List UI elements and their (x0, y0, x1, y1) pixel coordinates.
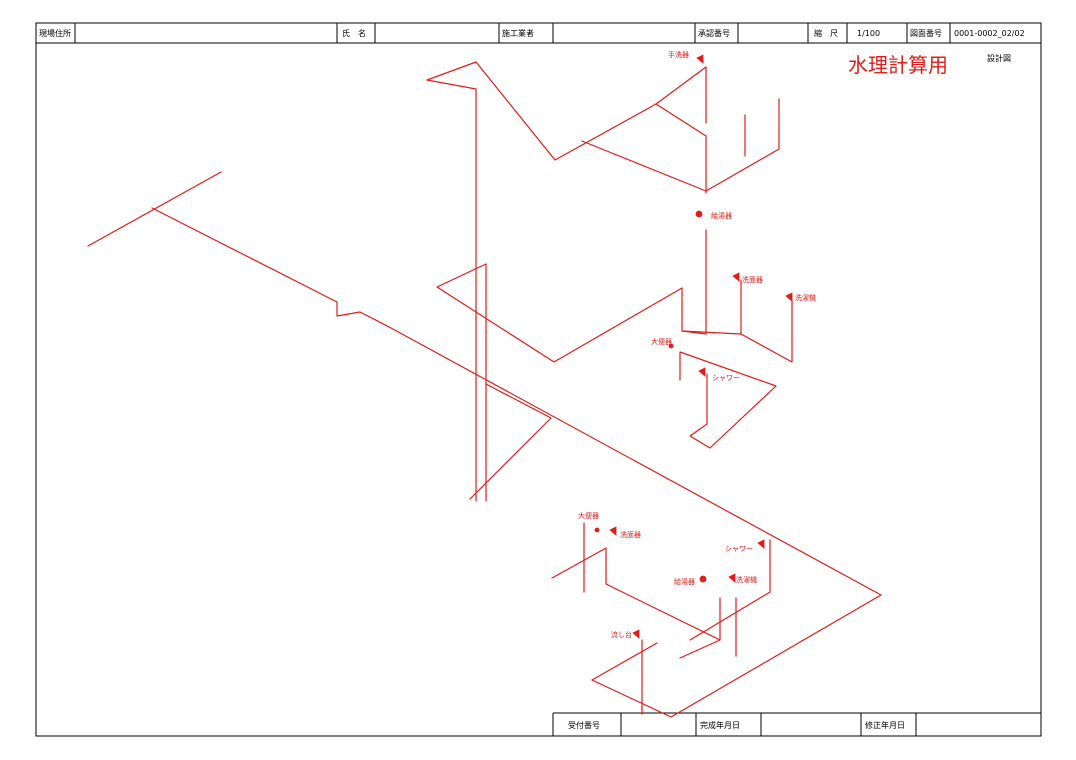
water-heater-fixture-icon (695, 210, 703, 218)
toilet-fixture-icon (668, 343, 674, 349)
shower-label: シャワー (725, 545, 753, 553)
approval-number-label: 承認番号 (698, 28, 730, 38)
pipe-upper-branch (426, 61, 707, 502)
water-heater-label: 給湯器 (711, 211, 732, 220)
drawing-title: 水理計算用 (848, 53, 948, 77)
toilet-fixture-icon (594, 527, 600, 533)
drawing-number-value: 0001-0002_02/02 (954, 29, 1025, 38)
wash-basin-fixture-icon (732, 272, 740, 282)
completion-date-label: 完成年月日 (700, 720, 740, 730)
sheet-border (35, 22, 1042, 737)
washing-machine-label: 洗濯機 (736, 575, 757, 584)
contractor-label: 施工業者 (502, 28, 534, 38)
scale-label: 縮 尺 (814, 28, 838, 38)
wash-basin-label: 洗面器 (620, 530, 641, 539)
pipe-washing-riser (740, 299, 793, 363)
shower-label: シャワー (712, 374, 740, 382)
hand-wash-label: 手洗器 (668, 50, 689, 59)
toilet-label: 大便器 (651, 337, 672, 346)
piping-network (87, 61, 882, 718)
washing-machine-fixture-icon (785, 292, 793, 302)
toilet-label: 大便器 (578, 511, 599, 520)
revision-date-label: 修正年月日 (865, 720, 905, 730)
water-heater-label: 給湯器 (674, 577, 695, 586)
scale-value: 1/100 (857, 29, 880, 38)
pipe-mid-loop (679, 351, 777, 449)
wash-basin-label: 洗面器 (742, 275, 763, 284)
pipe-mid-branch (436, 229, 707, 502)
sink-label: 流し台 (611, 630, 632, 639)
shower-fixture-icon (698, 367, 706, 377)
washing-machine-label: 洗濯機 (795, 293, 816, 302)
hand-wash-fixture-icon (696, 54, 704, 64)
shower-fixture-icon (757, 539, 765, 549)
receipt-number-label: 受付番号 (568, 720, 600, 730)
pipe-upper-loop (581, 98, 780, 192)
pipe-lower-shower (689, 539, 771, 641)
drawing-subtitle: 設計図 (987, 53, 1011, 63)
drawing-number-label: 図面番号 (910, 28, 942, 38)
site-address-label: 現場住所 (39, 28, 71, 38)
name-label: 氏 名 (342, 28, 366, 38)
sink-fixture-icon (632, 629, 640, 639)
water-heater-fixture-icon (699, 575, 707, 583)
fixtures: 手洗器 給湯器 洗面器 洗濯機 大便器 シャワー 大便器 洗面器 シャワー 給湯… (578, 50, 816, 639)
pipe-lower-branch (551, 547, 721, 659)
washing-machine-fixture-icon (728, 573, 736, 583)
wash-basin-fixture-icon (609, 526, 617, 536)
pipe-mid-fixtures (681, 279, 742, 335)
pipe-main-run (151, 207, 882, 718)
pipe-hand-wash-riser (655, 66, 707, 124)
pipe-service-drop (469, 383, 552, 500)
